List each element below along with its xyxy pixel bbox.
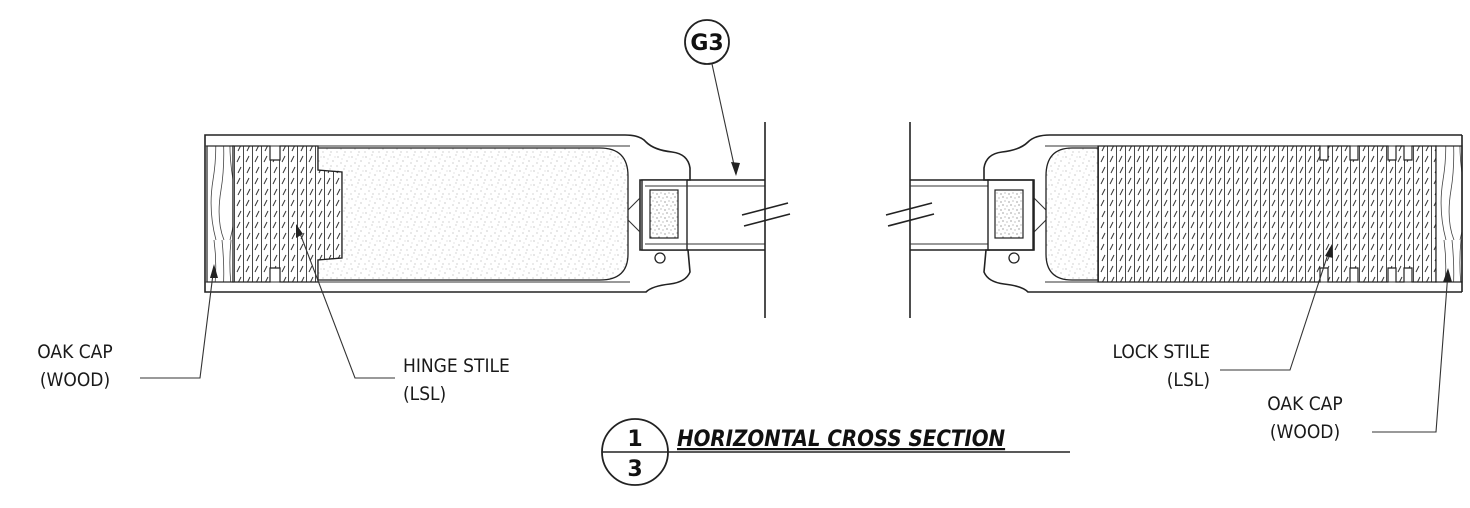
hinge-stile-line1: HINGE STILE xyxy=(403,355,510,377)
oak-cap-right-line2: (WOOD) xyxy=(1270,421,1340,443)
oak-cap-left xyxy=(206,145,234,283)
oak-cap-left-line1: OAK CAP xyxy=(37,341,112,363)
hinge-stile-line2: (LSL) xyxy=(403,383,446,405)
left-door-section xyxy=(204,122,791,318)
leader-lines xyxy=(140,224,1452,433)
lock-stile-line1: LOCK STILE xyxy=(1112,341,1210,363)
lock-stile-line2: (LSL) xyxy=(1167,369,1210,391)
label-lock-stile: LOCK STILE (LSL) xyxy=(1112,341,1210,391)
label-hinge-stile: HINGE STILE (LSL) xyxy=(403,355,510,405)
label-oak-cap-left: OAK CAP (WOOD) xyxy=(37,341,112,391)
title-block: 1 3 HORIZONTAL CROSS SECTION xyxy=(601,418,1070,486)
sheet-number: 3 xyxy=(627,457,642,482)
right-door-section xyxy=(885,122,1463,318)
oak-cap-left-line2: (WOOD) xyxy=(40,369,110,391)
detail-tag-text: G3 xyxy=(690,31,723,56)
oak-cap-right xyxy=(1435,145,1463,283)
foam-core-left xyxy=(317,147,629,281)
detail-tag-g3: G3 xyxy=(684,19,740,176)
lock-stile xyxy=(1097,145,1437,283)
label-oak-cap-right: OAK CAP (WOOD) xyxy=(1267,393,1342,443)
oak-cap-right-line1: OAK CAP xyxy=(1267,393,1342,415)
foam-core-right xyxy=(1045,147,1099,281)
section-title: HORIZONTAL CROSS SECTION xyxy=(677,427,1006,452)
detail-number: 1 xyxy=(627,427,642,452)
